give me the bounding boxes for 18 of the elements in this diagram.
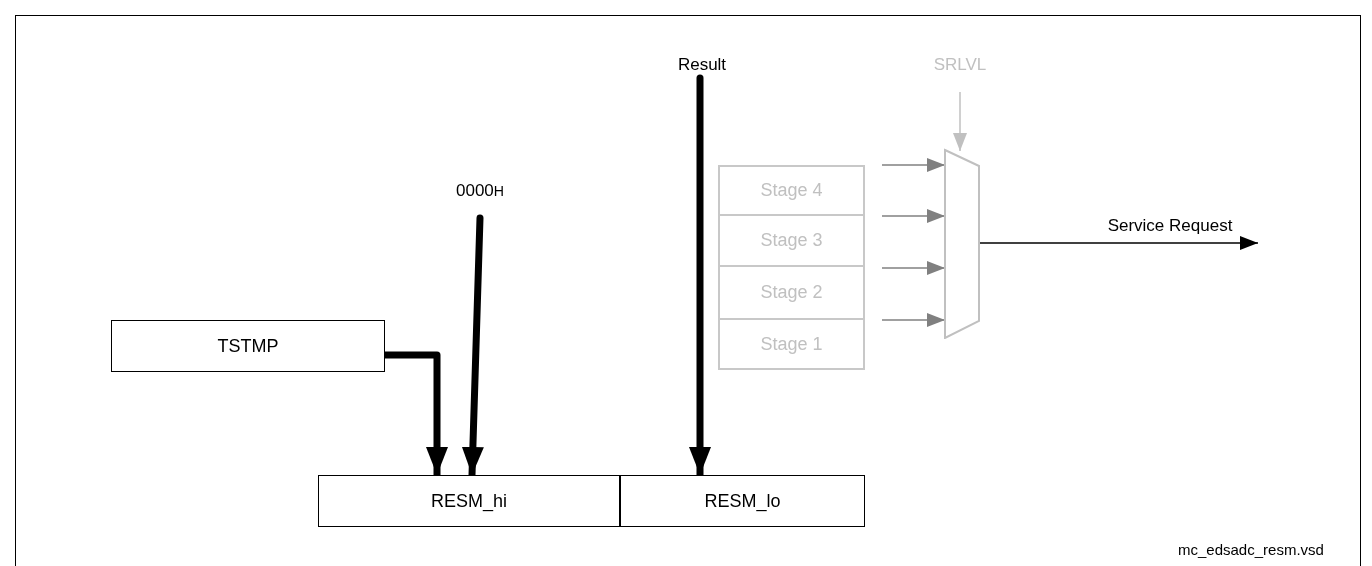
signal-label: SRLVL	[926, 52, 994, 78]
arrow	[881, 261, 946, 275]
signal-label: Result	[668, 52, 736, 78]
arrow	[881, 158, 946, 172]
stage-box: Stage 4	[718, 165, 865, 216]
register-box: RESM_hi	[318, 475, 620, 527]
arrow	[881, 209, 946, 223]
multiplexer-shape	[944, 148, 980, 339]
arrow	[979, 236, 1259, 250]
register-box: TSTMP	[111, 320, 385, 372]
arrow	[881, 313, 946, 327]
register-box: RESM_lo	[620, 475, 865, 527]
signal-label: Service Request	[1080, 214, 1260, 238]
stage-box: Stage 2	[718, 265, 865, 320]
file-name-note: mc_edsadc_resm.vsd	[1178, 541, 1324, 558]
stage-box: Stage 3	[718, 214, 865, 267]
arrow	[953, 91, 967, 152]
stage-box: Stage 1	[718, 318, 865, 370]
